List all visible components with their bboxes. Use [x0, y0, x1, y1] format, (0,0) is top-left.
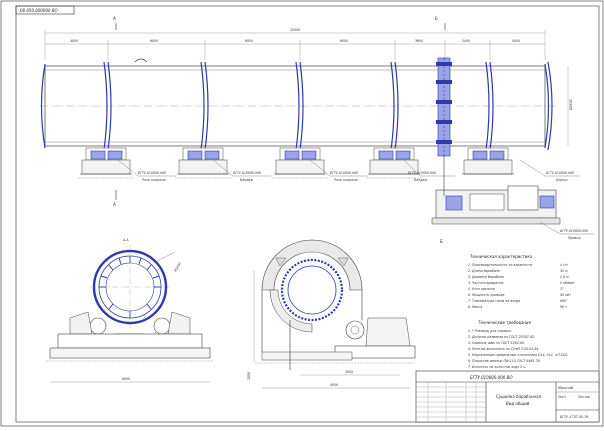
support-stations [78, 147, 514, 179]
svg-text:2. Длина барабана: 2. Длина барабана [468, 269, 500, 273]
callout-1-name: Роли опорные [142, 178, 166, 182]
callout-5-name: Корпус [556, 178, 568, 182]
aa-radius-leader [154, 251, 176, 263]
bb-dim-w2: 4000 [330, 383, 338, 387]
section-marker-b-bottom: Б [440, 239, 443, 244]
drum-rings [103, 61, 494, 151]
section-bb-view [255, 239, 416, 370]
svg-text:50 кВт: 50 кВт [560, 293, 571, 297]
dim-d4: 6000 [340, 39, 348, 43]
drum-body [40, 61, 560, 151]
callout-2: БГТУ.010000.000 [233, 171, 261, 175]
title-org: БГТУ 4.ТХТ.05.19 [560, 415, 588, 419]
title-sheet-label: Лист [557, 395, 566, 399]
callout-3: БГТУ.010000.000 [330, 171, 358, 175]
callout-1: БГТУ.010000.000 [138, 171, 166, 175]
callout-6-name: Привод [568, 236, 581, 240]
dim-d2: 6000 [150, 39, 158, 43]
callout-6: БГТУ.010000.000 [560, 229, 588, 233]
section-marker-a-top: А [113, 16, 116, 21]
svg-text:4. Частота вращения: 4. Частота вращения [468, 281, 504, 285]
diameter-label: Ø2800 [568, 99, 573, 110]
callouts: БГТУ.010000.000 Роли опорные БГТУ.010000… [117, 159, 594, 240]
svg-text:7. Испытать на холостом ходу 2: 7. Испытать на холостом ходу 2 ч. [468, 365, 526, 369]
drawing-frame [15, 5, 600, 423]
bb-dim-h1: 2800 [247, 372, 251, 380]
svg-text:2. Допуски размеров по ГОСТ 25: 2. Допуски размеров по ГОСТ 25347-82. [468, 335, 535, 339]
svg-text:4 т/ч: 4 т/ч [560, 263, 568, 267]
section-marker-b-top: Б [435, 16, 438, 21]
dim-d3: 6000 [245, 39, 253, 43]
callout-4: БГТУ.010000.000 [408, 171, 436, 175]
top-drawing-number: 08 050.000000 ВО [20, 8, 58, 13]
svg-text:90 т: 90 т [560, 305, 567, 309]
svg-text:3. Сварные швы по ГОСТ 5264-80: 3. Сварные швы по ГОСТ 5264-80. [468, 341, 525, 345]
aa-radius: R1400 [173, 262, 182, 273]
title-scale-label: Масштаб [558, 386, 573, 390]
title-name-line2: Вид общий [506, 401, 530, 406]
section-marker-a-bottom: А [113, 202, 116, 207]
dim-total: 32000 [290, 28, 300, 32]
svg-text:5. Угол наклона: 5. Угол наклона [468, 287, 495, 291]
svg-text:1. * Размеры для справок.: 1. * Размеры для справок. [468, 329, 512, 333]
dim-d5: 3600 [415, 39, 423, 43]
aa-dim-width: 6000 [122, 377, 130, 381]
callout-5: БГТУ.010000.000 [546, 171, 574, 175]
svg-text:3. Диаметр барабана: 3. Диаметр барабана [468, 275, 504, 279]
tech-spec-title: Техническая характеристика [470, 254, 533, 259]
drum-hatch-mark [134, 58, 148, 63]
dim-d7: 4000 [512, 39, 520, 43]
dim-d1: 4000 [70, 39, 78, 43]
svg-text:3°: 3° [560, 287, 564, 291]
svg-text:1. Производительность по влажн: 1. Производительность по влажности [468, 263, 532, 267]
svg-text:8. Масса: 8. Масса [468, 305, 482, 309]
svg-text:6. Покрытие эмалью ПФ-115 ГОСТ: 6. Покрытие эмалью ПФ-115 ГОСТ 6465-76. [468, 359, 541, 363]
svg-text:5 об/мин: 5 об/мин [560, 281, 575, 285]
bb-dim-w1: 3000 [345, 370, 353, 374]
title-block [415, 370, 600, 423]
dim-ticks [44, 30, 546, 60]
section-aa-view [46, 245, 214, 362]
svg-text:6. Мощность привода: 6. Мощность привода [468, 293, 505, 297]
svg-text:2,8 м: 2,8 м [560, 275, 569, 279]
callout-2-name: Бандаж [240, 178, 253, 182]
svg-text:32 м: 32 м [560, 269, 568, 273]
callout-4-name: Бандаж [414, 178, 427, 182]
section-aa-title: А-А [122, 238, 129, 242]
svg-text:4. Монтаж выполнить по СНиП 3.: 4. Монтаж выполнить по СНиП 3.05.05-84. [468, 347, 539, 351]
svg-text:5. Неуказанные предельные откл: 5. Неуказанные предельные отклонения H14… [468, 353, 568, 357]
drive-unit [431, 156, 561, 225]
title-doc-number: БГТУ 010000.000 ВО [470, 375, 512, 380]
dim-d6: 2400 [462, 39, 470, 43]
tech-req-rows: 1. * Размеры для справок. 2. Допуски раз… [468, 329, 568, 369]
top-number-box [15, 5, 75, 15]
svg-text:7. Температура газов на входе: 7. Температура газов на входе [468, 299, 520, 303]
title-sheets-label: Листов [577, 395, 590, 399]
title-name-line1: Сушилка барабанная [496, 394, 542, 399]
tech-req-title: Технические требования [478, 320, 532, 325]
girth-gear [436, 57, 452, 157]
callout-3-name: Роли опорные [334, 178, 358, 182]
svg-text:800°: 800° [560, 299, 568, 303]
